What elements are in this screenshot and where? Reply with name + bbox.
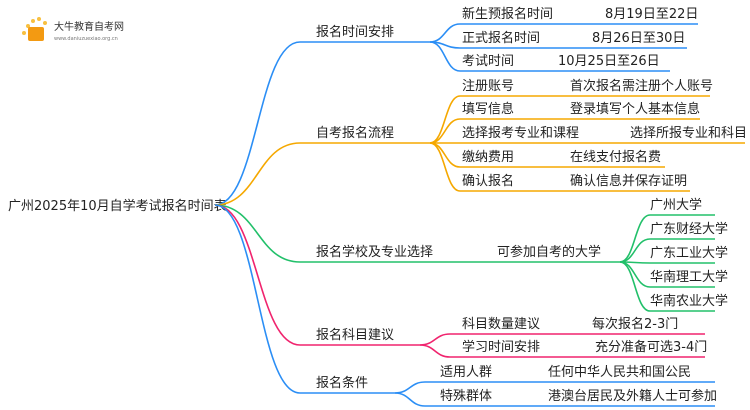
child-connector xyxy=(429,118,700,144)
child-value: 选择所报专业和科目 xyxy=(630,126,747,141)
child-value: 首次报名需注册个人账号 xyxy=(570,78,713,94)
logo: 大牛教育自考网 www.daniuzuexiao.org.cn xyxy=(22,17,124,42)
branch-connector xyxy=(214,204,490,263)
child-node[interactable]: 正式报名时间 xyxy=(462,30,540,46)
child-value: 充分准备可选3-4门 xyxy=(595,339,707,355)
child-value: 任何中华人民共和国公民 xyxy=(548,364,691,380)
branch-connector xyxy=(214,204,420,346)
child-node[interactable]: 科目数量建议 xyxy=(462,317,540,332)
child-node[interactable]: 特殊群体 xyxy=(440,389,492,404)
child-connector xyxy=(429,142,690,192)
branch-connector xyxy=(214,204,395,394)
child-node[interactable]: 广东财经大学 xyxy=(650,221,728,237)
book-icon xyxy=(28,27,44,41)
child-value: 在线支付报名费 xyxy=(570,149,661,165)
branch-connector xyxy=(214,142,430,206)
branch-connector xyxy=(214,41,430,206)
child-connector xyxy=(419,344,705,358)
child-value: 8月26日至30日 xyxy=(592,31,685,46)
child-node[interactable]: 确认报名 xyxy=(462,173,514,189)
child-node[interactable]: 适用人群 xyxy=(440,365,492,380)
child-value: 确认信息并保存证明 xyxy=(570,173,687,189)
child-node[interactable]: 缴纳费用 xyxy=(462,150,514,165)
child-value: 10月25日至26日 xyxy=(558,54,660,69)
child-node[interactable]: 考试时间 xyxy=(462,54,514,69)
child-connector xyxy=(619,238,715,263)
child-connector xyxy=(394,392,715,407)
child-node[interactable]: 华南理工大学 xyxy=(650,269,728,285)
child-connector xyxy=(619,261,715,312)
child-node[interactable]: 新生预报名时间 xyxy=(462,6,553,22)
child-connector xyxy=(429,41,670,72)
child-node[interactable]: 广州大学 xyxy=(650,197,702,213)
child-value: 每次报名2-3门 xyxy=(592,316,678,332)
child-node[interactable]: 华南农业大学 xyxy=(650,293,728,309)
logo-name: 大牛教育自考网 xyxy=(54,20,124,33)
branch-node[interactable]: 报名时间安排 xyxy=(316,24,394,40)
branch-node[interactable]: 报名科目建议 xyxy=(316,327,394,343)
branch-node[interactable]: 报名条件 xyxy=(316,375,368,391)
child-node[interactable]: 注册账号 xyxy=(462,79,514,94)
child-value: 港澳台居民及外籍人士可参加 xyxy=(548,388,717,404)
child-node[interactable]: 填写信息 xyxy=(462,101,514,117)
child-value: 登录填写个人基本信息 xyxy=(570,101,700,117)
branch-node[interactable]: 报名学校及专业选择 xyxy=(316,244,433,260)
child-node[interactable]: 广东工业大学 xyxy=(650,245,728,261)
logo-url: www.daniuzuexiao.org.cn xyxy=(54,36,118,42)
child-node[interactable]: 选择报考专业和课程 xyxy=(462,126,579,141)
child-connector xyxy=(619,261,715,264)
root-node[interactable]: 广州2025年10月自学考试报名时间表 xyxy=(8,198,227,214)
sub-node[interactable]: 可参加自考的大学 xyxy=(497,244,601,260)
child-connector xyxy=(429,23,698,43)
child-node[interactable]: 学习时间安排 xyxy=(462,339,540,355)
branch-node[interactable]: 自考报名流程 xyxy=(316,125,394,141)
child-value: 8月19日至22日 xyxy=(605,7,698,22)
